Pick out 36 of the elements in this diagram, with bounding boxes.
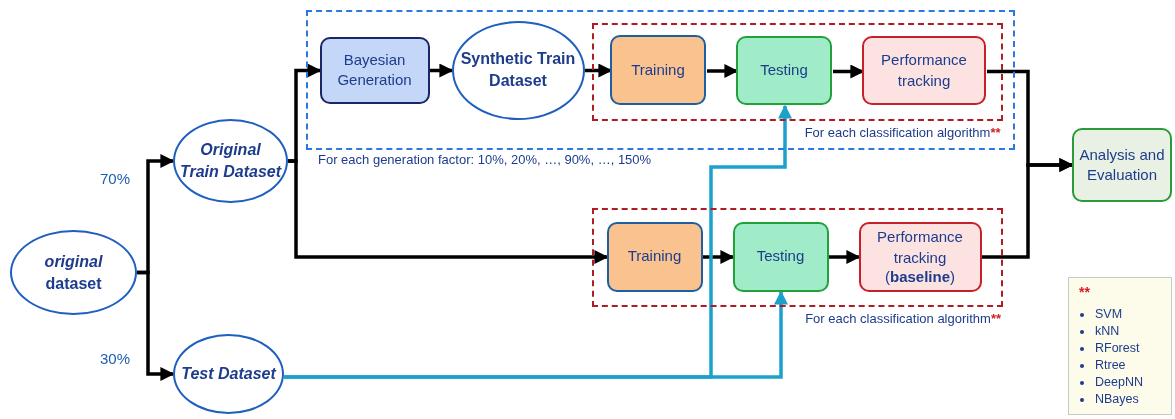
list-item: RForest — [1079, 340, 1140, 357]
node-label: Performance tracking — [880, 50, 968, 91]
node-label: Training — [626, 246, 683, 267]
node-label: Bayesian Generation — [336, 49, 413, 90]
list-item: SVM — [1079, 306, 1123, 323]
process-box — [1072, 128, 1172, 202]
list-item: DeepNN — [1079, 374, 1143, 391]
arrow — [982, 158, 1074, 259]
footnote-mark: ** — [1079, 284, 1090, 300]
process-box — [319, 36, 430, 104]
group-caption: For each generation factor: 10%, 20%, …, 90%, …, 150% — [318, 152, 652, 167]
process-box — [606, 221, 703, 292]
node-label: Testing — [759, 60, 809, 81]
arrow — [137, 270, 175, 381]
node-label: Test Dataset — [180, 364, 278, 385]
process-box — [862, 36, 986, 105]
node-label: Synthetic Train Dataset — [459, 49, 577, 91]
process-box — [736, 36, 832, 105]
node-label: Training — [630, 59, 686, 80]
arrow — [284, 290, 788, 379]
footnote-mark: ** — [990, 311, 1001, 326]
node-label: Analysis and Evaluation — [1078, 144, 1166, 185]
list-item: kNN — [1079, 323, 1120, 340]
group-caption: For each classification algorithm — [805, 311, 991, 326]
node-label: Original Train Dataset — [178, 140, 283, 182]
list-item: NBayes — [1079, 391, 1139, 408]
node-label: Testing — [755, 246, 806, 267]
list-item: Rtree — [1079, 357, 1126, 374]
process-box — [732, 221, 829, 292]
process-box — [610, 35, 706, 105]
note-box — [1068, 277, 1172, 415]
node-sublabel: (baseline) — [885, 267, 955, 286]
group-caption: For each classification algorithm — [804, 124, 991, 140]
node-label: original dataset — [43, 251, 104, 294]
process-box — [858, 221, 982, 292]
footnote-mark: ** — [990, 124, 1001, 140]
